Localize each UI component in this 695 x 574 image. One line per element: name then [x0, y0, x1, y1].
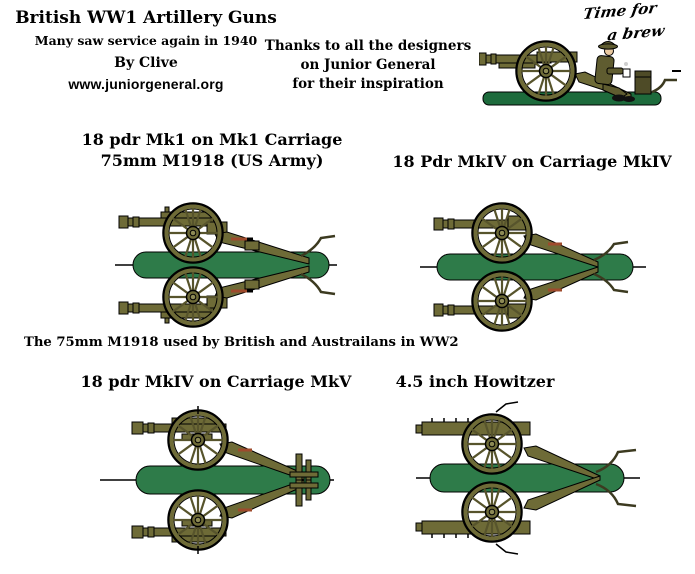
- usage-note: The 75mm M1918 used by British and Austr…: [24, 335, 459, 350]
- page-subtitle: Many saw service again in 1940: [34, 33, 258, 48]
- gun-sprite-18pdr-mk1: [115, 201, 337, 340]
- soldier-figure: [594, 41, 635, 102]
- gun-label-45in-howitzer: 4.5 inch Howitzer: [395, 372, 555, 391]
- tea-mug: [622, 68, 631, 78]
- ammo-box: [634, 70, 652, 95]
- handwritten-caption-line-1: Time for: [581, 0, 658, 24]
- gun-label-18pdr-mk1: 18 pdr Mk1 on Mk1 Carriage 75mm M1918 (U…: [81, 130, 343, 170]
- website-url: www.juniorgeneral.org: [68, 76, 224, 92]
- soldier-tea-break-cartoon: [479, 39, 681, 106]
- page-title: British WW1 Artillery Guns: [15, 8, 277, 28]
- steam-puff: [624, 62, 628, 66]
- fold-over-base: [436, 253, 634, 281]
- thanks-line-3: for their inspiration: [292, 76, 444, 92]
- gun-sprite-18pdr-mkiv: [420, 201, 646, 342]
- gun-label-18pdr-mkiv: 18 Pdr MkIV on Carriage MkIV: [392, 152, 672, 171]
- trail-handspike: [651, 78, 677, 94]
- thanks-line-1: Thanks to all the designers: [264, 38, 472, 54]
- gun-sprite-45in-howitzer: [396, 401, 640, 566]
- fold-over-base: [135, 465, 331, 495]
- thanks-line-2: on Junior General: [300, 57, 436, 73]
- thanks-note: Thanks to all the designers on Junior Ge…: [262, 37, 474, 94]
- gun-sprite-18pdr-mkv: [100, 406, 334, 564]
- author-byline: By Clive: [114, 55, 178, 71]
- gun-label-18pdr-mkv: 18 pdr MkIV on Carriage MkV: [80, 372, 352, 391]
